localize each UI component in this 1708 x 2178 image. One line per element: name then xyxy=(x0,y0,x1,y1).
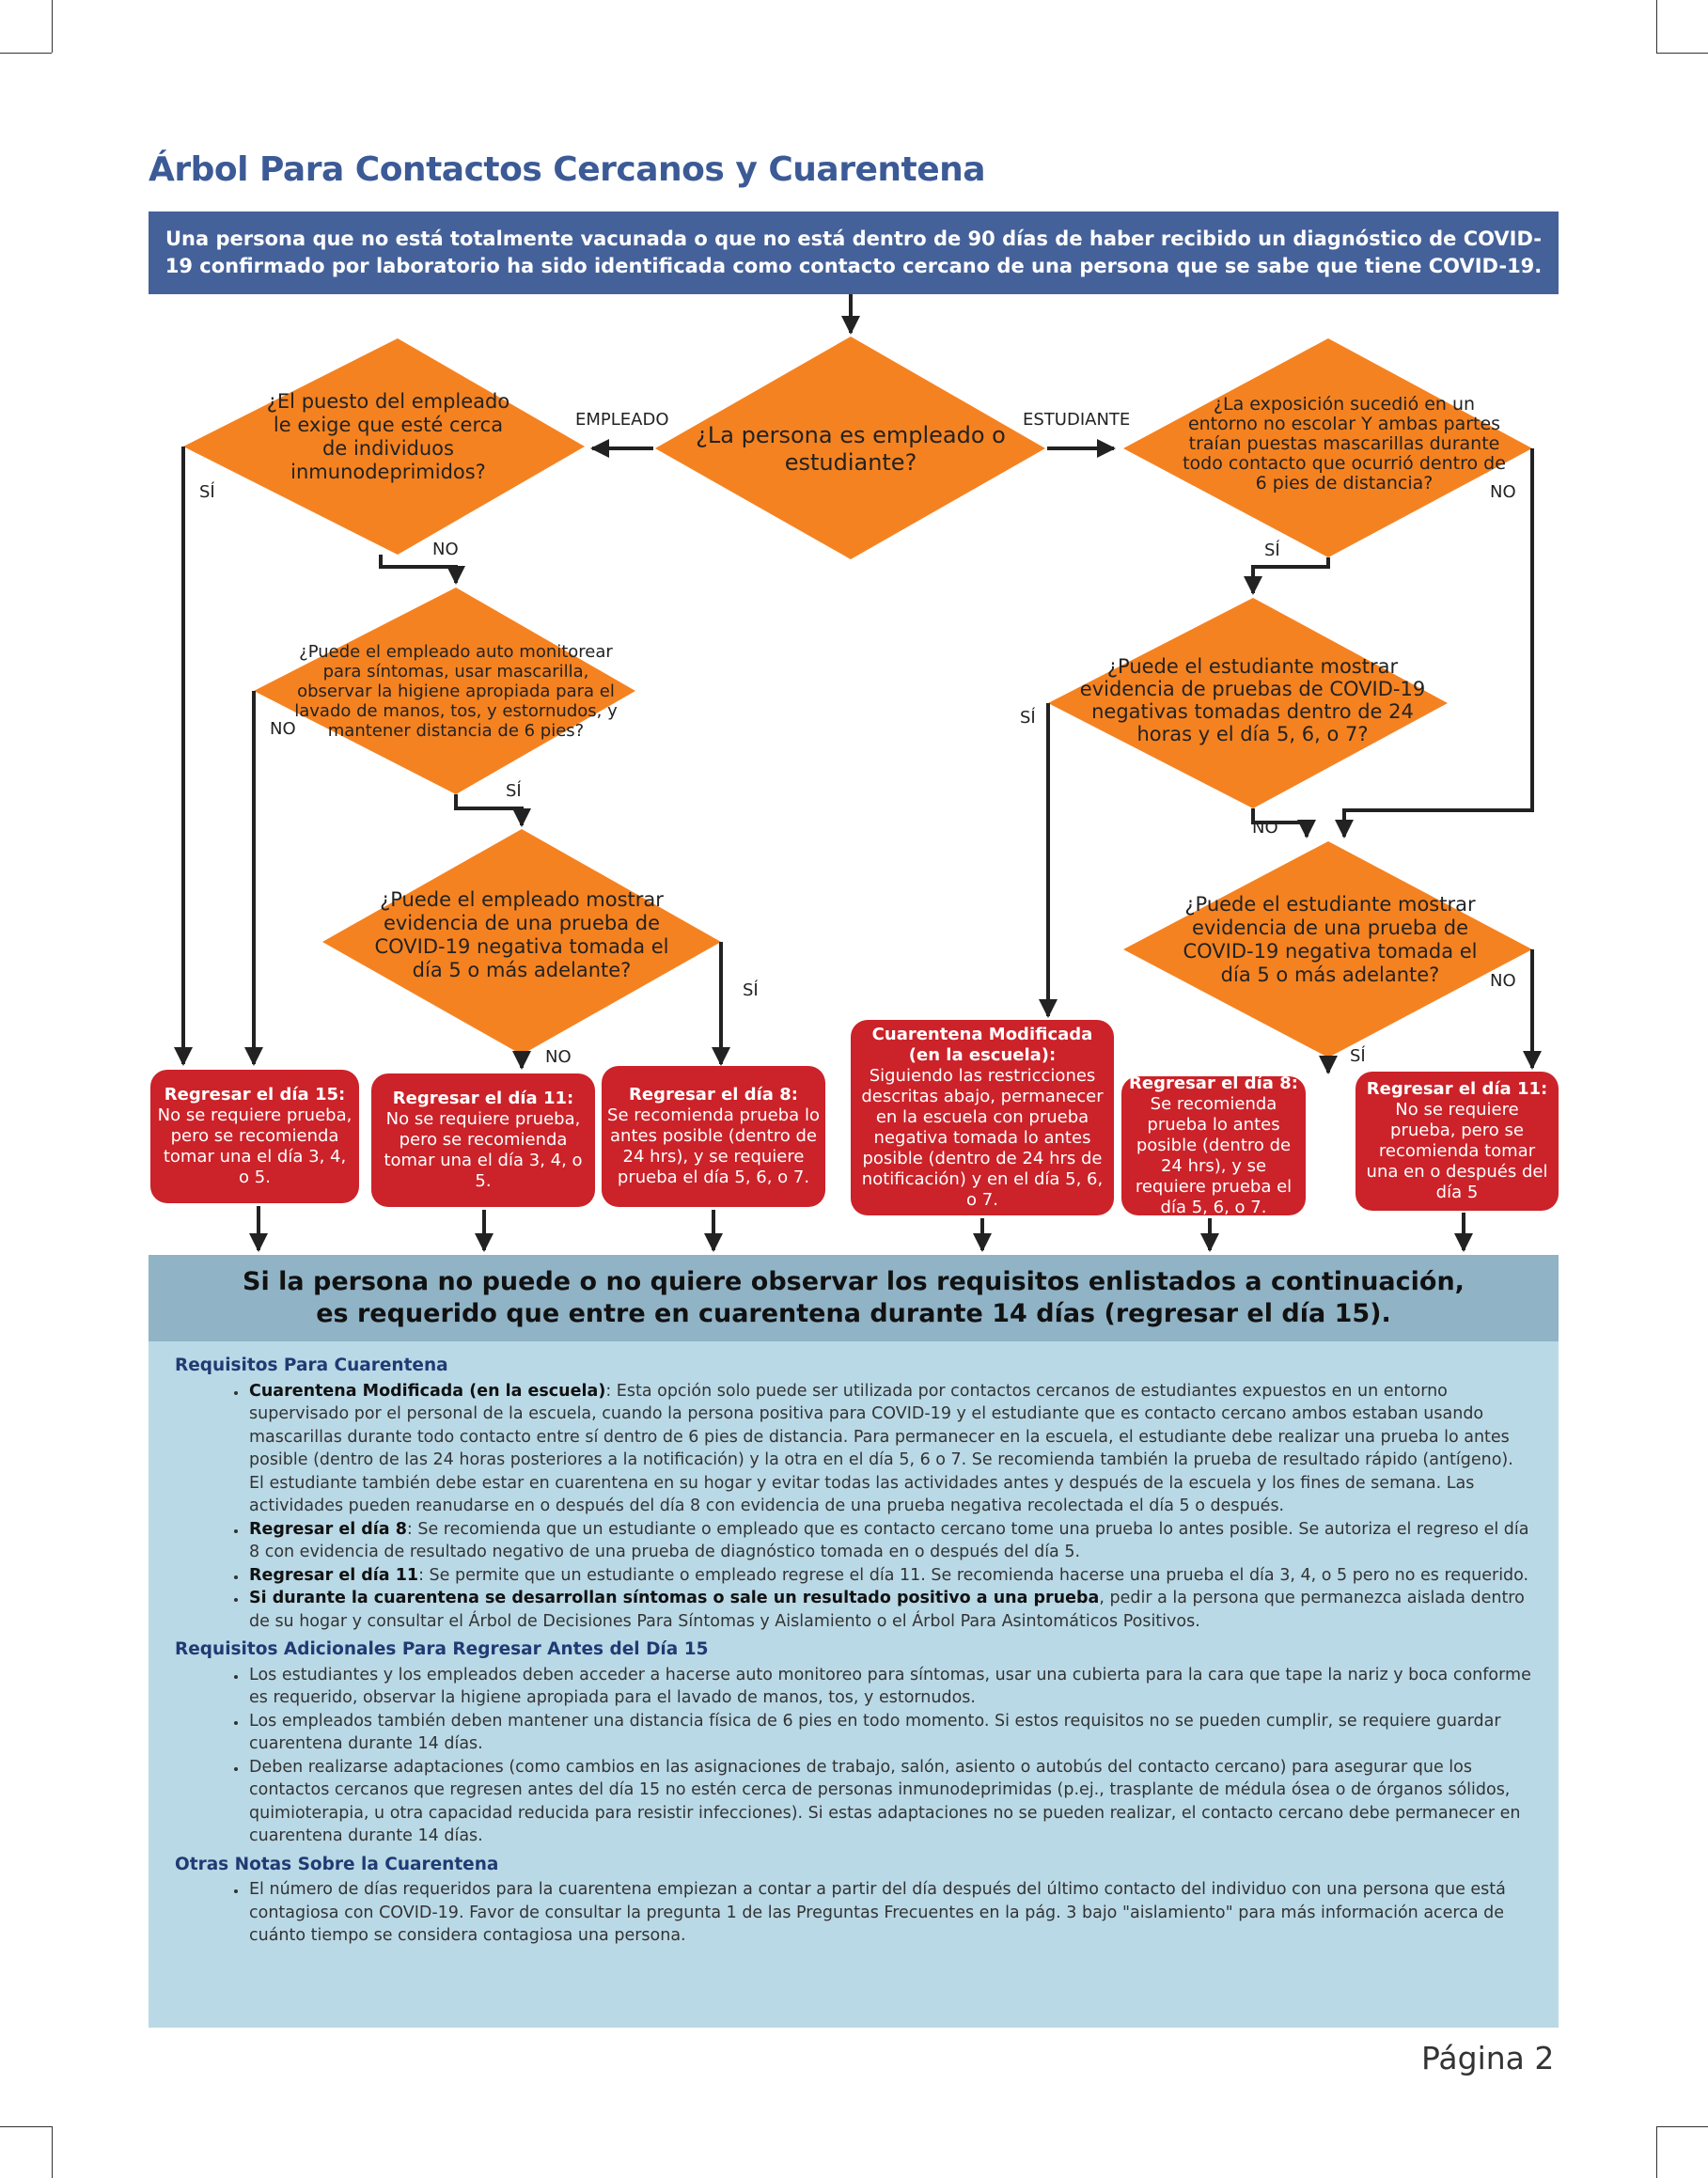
decision-center-text: ¿La persona es empleado o estudiante? xyxy=(696,421,1006,476)
warning-line-1: Si la persona no puede o no quiere obser… xyxy=(243,1267,1465,1296)
quarantine-warning: Si la persona no puede o no quiere obser… xyxy=(149,1255,1559,1341)
decision-emp-test-text: ¿Puede el empleado mostrar evidencia de … xyxy=(374,888,669,981)
flowchart xyxy=(174,294,1542,1252)
decision-emp-monitor-text: ¿Puede el empleado auto monitorear para … xyxy=(294,641,618,741)
outcome-box-modified-quarantine: Cuarentena Modificada (en la escuela): S… xyxy=(851,1020,1114,1215)
list-item: El número de días requeridos para la cua… xyxy=(247,1878,1532,1948)
decision-emp-immuno-text: ¿El puesto del empleado le exige que est… xyxy=(266,390,510,483)
diamond-stu-exposure xyxy=(1123,338,1532,557)
decision-stu-exposure-text: ¿La exposición sucedió en un entorno no … xyxy=(1183,394,1506,494)
decision-stu-tests-text: ¿Puede el estudiante mostrar evidencia d… xyxy=(1079,655,1426,745)
outcome-body: No se requiere prueba, pero se recomiend… xyxy=(384,1109,583,1191)
crop-mark xyxy=(1656,2126,1708,2127)
crop-mark xyxy=(52,0,53,53)
list-item: Los estudiantes y los empleados deben ac… xyxy=(247,1664,1532,1710)
outcome-box-stu-day8: Regresar el día 8: Se recomienda prueba … xyxy=(1121,1073,1306,1217)
outcome-box-emp-day11: Regresar el día 11: No se requiere prueb… xyxy=(371,1073,595,1207)
item-bold: Cuarentena Modificada (en la escuela) xyxy=(249,1381,606,1401)
outcome-body: No se requiere prueba, pero se recomiend… xyxy=(1366,1100,1548,1202)
label-no: NO xyxy=(545,1047,572,1067)
crop-mark xyxy=(52,2126,53,2178)
outcome-box-stu-day11: Regresar el día 11: No se requiere prueb… xyxy=(1355,1072,1559,1211)
crop-mark xyxy=(1656,53,1708,54)
label-si: SÍ xyxy=(1350,1046,1366,1066)
item-bold: Regresar el día 11 xyxy=(249,1565,419,1585)
label-no: NO xyxy=(1490,971,1516,991)
label-si: SÍ xyxy=(743,980,759,1000)
label-si: SÍ xyxy=(506,781,522,801)
label-no: NO xyxy=(1252,818,1278,838)
outcome-heading: Regresar el día 11: xyxy=(1366,1079,1548,1099)
list-item: Regresar el día 8: Se recomienda que un … xyxy=(247,1518,1532,1564)
outcome-heading: Regresar el día 8: xyxy=(629,1085,798,1105)
item-text: , pedir a la persona que permanezca aisl… xyxy=(249,1589,1525,1631)
requirements-list: Cuarentena Modificada (en la escuela): E… xyxy=(175,1380,1532,1634)
outcome-heading: Cuarentena Modificada (en la escuela): xyxy=(871,1025,1093,1065)
page-number: Página 2 xyxy=(1421,2040,1555,2076)
label-si: SÍ xyxy=(1264,541,1280,560)
decision-stu-test-text: ¿Puede el estudiante mostrar evidencia d… xyxy=(1183,893,1478,986)
outcome-heading: Regresar el día 11: xyxy=(392,1089,574,1108)
page-title: Árbol Para Contactos Cercanos y Cuarente… xyxy=(149,150,986,189)
list-item: Deben realizarse adaptaciones (como camb… xyxy=(247,1756,1532,1848)
outcome-heading: Regresar el día 8: xyxy=(1129,1073,1298,1093)
label-no: NO xyxy=(432,540,459,559)
item-bold: Regresar el día 8 xyxy=(249,1519,407,1539)
label-si: SÍ xyxy=(1020,708,1036,728)
diamond-emp-test xyxy=(322,829,721,1055)
label-estudiante: ESTUDIANTE xyxy=(1023,410,1131,430)
outcome-body: Siguiendo las restricciones descritas ab… xyxy=(861,1066,1104,1210)
crop-mark xyxy=(0,2126,52,2127)
item-text: : Se recomienda que un estudiante o empl… xyxy=(249,1519,1529,1562)
label-empleado: EMPLEADO xyxy=(575,410,669,430)
additional-list: Los estudiantes y los empleados deben ac… xyxy=(175,1664,1532,1848)
list-item: Si durante la cuarentena se desarrollan … xyxy=(247,1587,1532,1633)
list-item: Cuarentena Modificada (en la escuela): E… xyxy=(247,1380,1532,1518)
outcome-heading: Regresar el día 15: xyxy=(164,1085,346,1105)
item-bold: Si durante la cuarentena se desarrollan … xyxy=(249,1589,1100,1607)
outcome-body: Se recomienda prueba lo antes posible (d… xyxy=(1135,1094,1293,1217)
diamond-shapes xyxy=(183,337,1532,1058)
intro-banner: Una persona que no está totalmente vacun… xyxy=(149,212,1559,294)
outcome-box-return-day15: Regresar el día 15: No se requiere prueb… xyxy=(150,1070,359,1203)
outcome-body: Se recomienda prueba lo antes posible (d… xyxy=(607,1105,820,1187)
diamond-stu-tests xyxy=(1048,598,1448,808)
crop-mark xyxy=(0,53,52,54)
diamond-center xyxy=(655,337,1045,559)
section-heading: Requisitos Para Cuarentena xyxy=(175,1355,448,1375)
label-no: NO xyxy=(270,719,296,739)
outcome-box-emp-day8: Regresar el día 8: Se recomienda prueba … xyxy=(602,1066,825,1207)
section-heading: Requisitos Adicionales Para Regresar Ant… xyxy=(175,1639,709,1659)
notes-list: El número de días requeridos para la cua… xyxy=(175,1878,1532,1948)
outcome-body: No se requiere prueba, pero se recomiend… xyxy=(157,1105,353,1187)
diamond-emp-immuno xyxy=(183,338,585,555)
item-text: : Se permite que un estudiante o emplead… xyxy=(418,1565,1529,1585)
list-item: Regresar el día 11: Se permite que un es… xyxy=(247,1564,1532,1588)
label-no: NO xyxy=(1490,482,1516,502)
diamond-stu-test xyxy=(1123,841,1532,1058)
list-item: Los empleados también deben mantener una… xyxy=(247,1710,1532,1756)
crop-mark xyxy=(1656,0,1657,53)
diamond-emp-monitor xyxy=(254,588,635,794)
connector-lines xyxy=(174,294,1542,1252)
section-heading: Otras Notas Sobre la Cuarentena xyxy=(175,1854,499,1874)
item-text: : Esta opción solo puede ser utilizada p… xyxy=(249,1381,1513,1516)
requirements-panel: Requisitos Para Cuarentena Cuarentena Mo… xyxy=(149,1341,1559,2028)
warning-line-2: es requerido que entre en cuarentena dur… xyxy=(316,1299,1391,1328)
crop-mark xyxy=(1656,2126,1657,2178)
label-si: SÍ xyxy=(199,482,215,502)
